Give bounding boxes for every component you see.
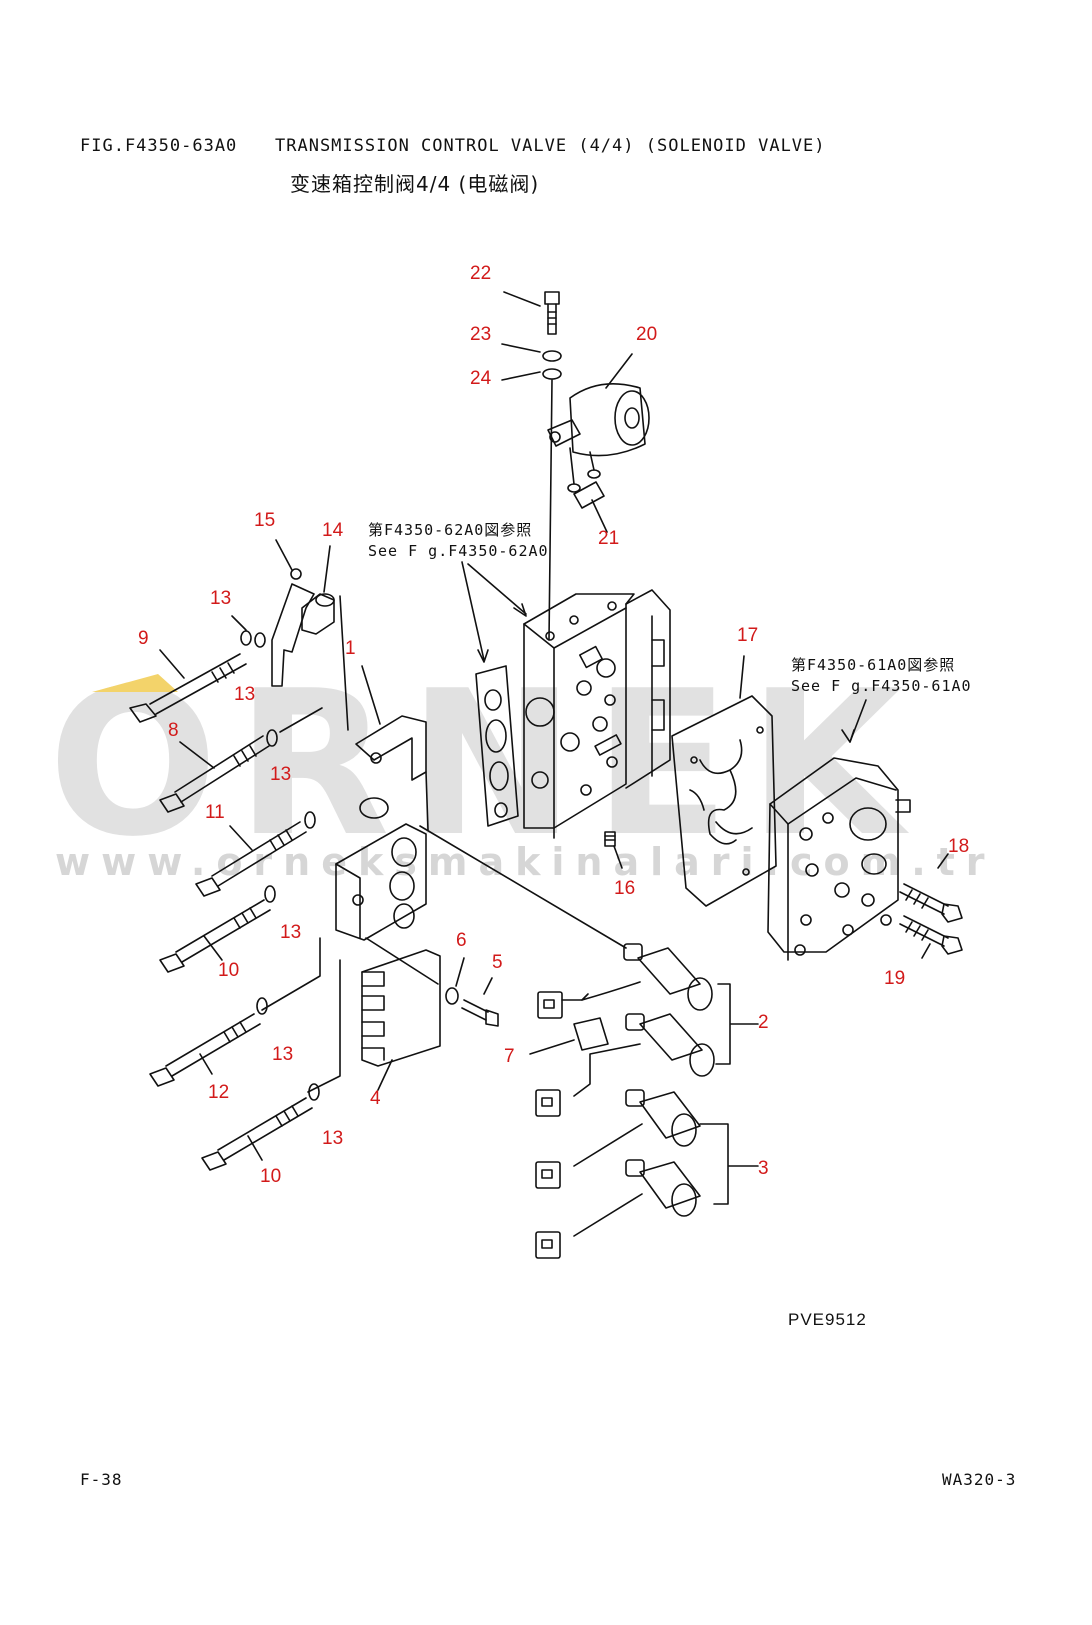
callout-13-b: 13 — [234, 684, 256, 705]
bolt-10-upper-shape — [159, 899, 271, 973]
callout-18: 18 — [948, 836, 970, 857]
callout-21: 21 — [598, 528, 620, 549]
callout-17: 17 — [737, 625, 759, 646]
washer-13-c-shape — [266, 729, 278, 747]
solenoid-valve-2-upper-shape — [581, 943, 713, 1011]
valve-body-shape — [523, 589, 671, 839]
bracket-4-shape — [361, 937, 441, 1091]
callout-10-a: 10 — [218, 960, 240, 981]
solenoid-valve-3-upper-shape — [573, 1089, 701, 1167]
solenoid-valve-3-lower-shape — [573, 1159, 701, 1237]
washer-13-b-shape — [254, 632, 266, 648]
callout-14: 14 — [322, 520, 344, 541]
plug-16-shape — [604, 831, 623, 869]
callout-8: 8 — [168, 720, 179, 741]
bolt-5-shape — [455, 957, 499, 1027]
bolt-9-shape — [129, 649, 247, 723]
callout-16: 16 — [614, 878, 636, 899]
callout-19: 19 — [884, 968, 906, 989]
washer-13-d-shape — [304, 811, 316, 829]
callout-13-c: 13 — [270, 764, 292, 785]
connector-b-shape — [535, 1089, 561, 1117]
machine-model: WA320-3 — [942, 1470, 1017, 1489]
solenoid-20-shape — [547, 382, 650, 509]
washer-24-shape — [542, 368, 562, 380]
callout-11: 11 — [205, 802, 225, 823]
callout-13-f: 13 — [322, 1128, 344, 1149]
spacer-14-shape — [301, 545, 349, 731]
callout-2: 2 — [758, 1012, 769, 1033]
washer-13-a-shape — [240, 630, 252, 646]
reference-62a0-en: See F g.F4350-62A0 — [368, 542, 549, 560]
watermark-accent-shape — [92, 674, 178, 692]
bolt-11-shape — [195, 821, 307, 897]
callout-9: 9 — [138, 628, 149, 649]
callout-1: 1 — [345, 638, 356, 659]
bolt-18-shape — [899, 853, 963, 923]
callout-12: 12 — [208, 1082, 230, 1103]
figure-title: TRANSMISSION CONTROL VALVE (4/4) (SOLENO… — [275, 136, 826, 156]
callout-3: 3 — [758, 1158, 769, 1179]
callout-20: 20 — [636, 324, 658, 345]
valve-housing-right-shape — [767, 699, 911, 961]
callout-6: 6 — [456, 930, 467, 951]
watermark-brand: ORNEK — [48, 648, 922, 881]
separator-plate-17-shape — [671, 655, 777, 907]
connector-a-shape — [537, 991, 563, 1019]
solenoid-valve-2-lower-shape — [573, 1013, 715, 1097]
callout-24: 24 — [470, 368, 492, 389]
reference-61a0-en: See F g.F4350-61A0 — [791, 677, 972, 695]
washer-13-f-shape — [256, 997, 268, 1015]
callout-4: 4 — [370, 1088, 381, 1109]
callout-13-e: 13 — [272, 1044, 294, 1065]
bolt-8-shape — [159, 707, 323, 813]
reference-62a0-jp: 第F4350-62A0図参照 — [368, 521, 533, 539]
watermark-url: www.orneksmakinalari.com.tr — [55, 840, 996, 884]
connector-d-shape — [535, 1231, 561, 1259]
bracket-1-shape — [355, 665, 429, 831]
callout-15: 15 — [254, 510, 276, 531]
connector-c-shape — [535, 1161, 561, 1189]
washer-6-shape — [445, 987, 459, 1005]
bracket-15-shape — [271, 539, 315, 687]
washer-23-shape — [542, 350, 562, 362]
callout-5: 5 — [492, 952, 503, 973]
bolt-22-shape — [544, 291, 560, 335]
bolt-12-shape — [149, 1013, 261, 1087]
bolt-10-lower-shape — [201, 1097, 313, 1171]
callout-7: 7 — [504, 1046, 515, 1067]
washer-13-e-shape — [264, 885, 276, 903]
figure-title-chinese: 变速箱控制阀4/4 (电磁阀) — [290, 172, 540, 196]
filter-block-shape — [335, 797, 627, 949]
callout-10-b: 10 — [260, 1166, 282, 1187]
page-number: F-38 — [80, 1470, 123, 1489]
callout-13-d: 13 — [280, 922, 302, 943]
callout-13-a: 13 — [210, 588, 232, 609]
bolt-19-shape — [899, 915, 963, 959]
gasket-left-shape — [475, 665, 519, 827]
washer-13-g-shape — [308, 1083, 320, 1101]
drawing-code: PVE9512 — [788, 1310, 867, 1329]
callout-22: 22 — [470, 263, 492, 284]
figure-code: FIG.F4350-63A0 — [80, 136, 238, 156]
reference-61a0-jp: 第F4350-61A0図参照 — [791, 656, 956, 674]
callout-23: 23 — [470, 324, 492, 345]
